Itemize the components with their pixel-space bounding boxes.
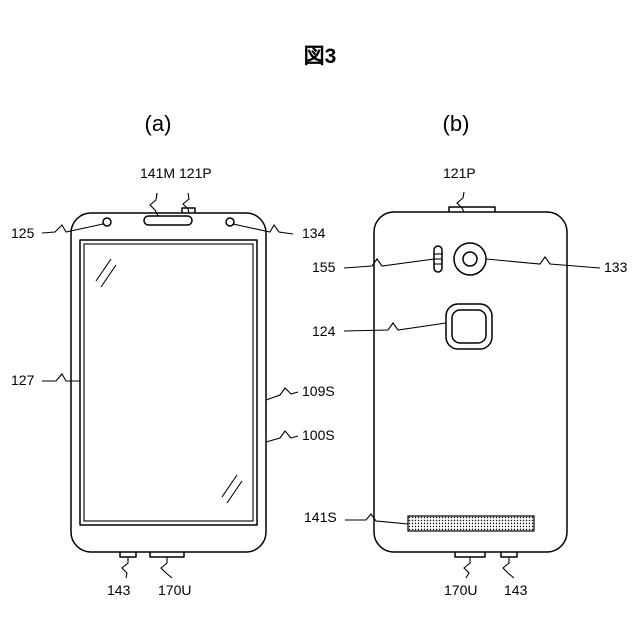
label-141S: 141S — [304, 509, 337, 525]
label-121P-front: 121P — [179, 165, 212, 181]
label-127: 127 — [11, 372, 35, 388]
label-133: 133 — [604, 259, 628, 275]
label-141M: 141M — [140, 165, 175, 181]
panel-b-caption: (b) — [443, 111, 470, 136]
front-housing — [71, 213, 266, 552]
label-100S: 100S — [302, 427, 335, 443]
phone-front-view — [71, 208, 266, 557]
panel-a-caption: (a) — [145, 111, 172, 136]
label-143-back: 143 — [504, 582, 528, 598]
label-143-front: 143 — [107, 582, 131, 598]
speaker-grille — [408, 516, 534, 531]
label-170U-front: 170U — [158, 582, 191, 598]
label-109S: 109S — [302, 383, 335, 399]
label-155: 155 — [312, 259, 336, 275]
phone-back-view — [374, 207, 567, 557]
figure-title: 図3 — [304, 45, 337, 68]
label-134: 134 — [302, 225, 326, 241]
label-121P-back: 121P — [443, 165, 476, 181]
label-170U-back: 170U — [444, 582, 477, 598]
label-125: 125 — [11, 225, 35, 241]
label-124: 124 — [312, 323, 336, 339]
